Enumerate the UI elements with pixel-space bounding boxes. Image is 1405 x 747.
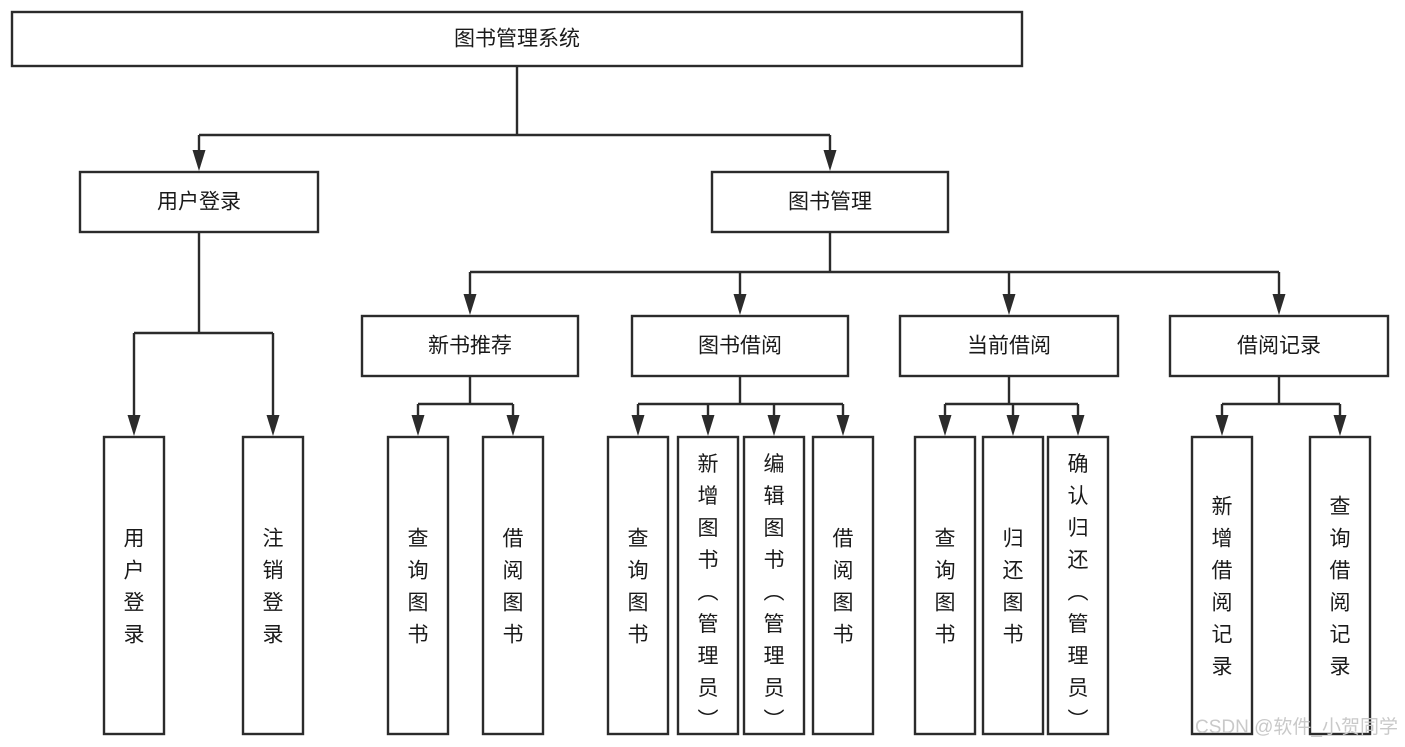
node-box[interactable]	[481, 435, 545, 736]
arrow-head-icon	[1002, 294, 1016, 315]
connector-borrow-record	[1215, 376, 1347, 436]
node-label: 用户登录	[124, 528, 145, 647]
node-label: 图书借阅	[698, 335, 782, 358]
arrow-head-icon	[767, 415, 781, 436]
node-box[interactable]	[606, 435, 670, 736]
node-label: 编辑图书︵管理员︶	[764, 453, 785, 732]
node-leaf-add-book-admin[interactable]: 新增图书︵管理员︶	[676, 435, 740, 736]
node-book-management[interactable]: 图书管理	[710, 170, 950, 234]
node-box[interactable]	[10, 10, 1024, 68]
node-box[interactable]	[1046, 435, 1110, 736]
node-box[interactable]	[676, 435, 740, 736]
arrow-head-icon	[823, 150, 837, 171]
node-box[interactable]	[386, 435, 450, 736]
node-layer: 图书管理系统用户登录图书管理新书推荐图书借阅当前借阅借阅记录用户登录注销登录查询…	[10, 10, 1390, 736]
node-box[interactable]	[78, 170, 320, 234]
node-label: 新增借阅记录	[1212, 496, 1233, 679]
arrow-head-icon	[266, 415, 280, 436]
node-label: 新书推荐	[428, 335, 512, 358]
node-leaf-add-borrow-record[interactable]: 新增借阅记录	[1190, 435, 1254, 736]
node-box[interactable]	[1190, 435, 1254, 736]
node-label: 查询借阅记录	[1330, 496, 1351, 679]
node-box[interactable]	[360, 314, 580, 378]
node-label: 借阅图书	[833, 528, 854, 647]
node-box[interactable]	[981, 435, 1045, 736]
node-leaf-user-login[interactable]: 用户登录	[102, 435, 166, 736]
arrow-head-icon	[127, 415, 141, 436]
node-box[interactable]	[630, 314, 850, 378]
connector-new-book-recommend	[411, 376, 520, 436]
node-box[interactable]	[811, 435, 875, 736]
node-box[interactable]	[898, 314, 1120, 378]
connector-book-management	[463, 232, 1286, 315]
arrow-head-icon	[506, 415, 520, 436]
node-label: 用户登录	[157, 191, 241, 214]
connector-user-login	[127, 232, 280, 436]
arrow-head-icon	[1071, 415, 1085, 436]
node-new-book-recommend[interactable]: 新书推荐	[360, 314, 580, 378]
arrow-head-icon	[631, 415, 645, 436]
node-label: 借阅图书	[503, 528, 524, 647]
arrow-head-icon	[1006, 415, 1020, 436]
node-box[interactable]	[742, 435, 806, 736]
arrow-head-icon	[1333, 415, 1347, 436]
node-leaf-return-book[interactable]: 归还图书	[981, 435, 1045, 736]
node-box[interactable]	[102, 435, 166, 736]
connector-book-borrow	[631, 376, 850, 436]
arrow-head-icon	[192, 150, 206, 171]
node-label: 注销登录	[263, 528, 284, 647]
node-label: 查询图书	[628, 528, 649, 647]
node-borrow-record[interactable]: 借阅记录	[1168, 314, 1390, 378]
node-box[interactable]	[241, 435, 305, 736]
node-leaf-borrow-book-recommend[interactable]: 借阅图书	[481, 435, 545, 736]
node-box[interactable]	[1308, 435, 1372, 736]
node-leaf-confirm-return-admin[interactable]: 确认归还︵管理员︶	[1046, 435, 1110, 736]
node-leaf-borrow-book[interactable]: 借阅图书	[811, 435, 875, 736]
node-user-login[interactable]: 用户登录	[78, 170, 320, 234]
connector-layer	[127, 66, 1347, 436]
arrow-head-icon	[1272, 294, 1286, 315]
node-leaf-logout[interactable]: 注销登录	[241, 435, 305, 736]
node-label: 借阅记录	[1237, 335, 1321, 358]
node-leaf-query-book-recommend[interactable]: 查询图书	[386, 435, 450, 736]
node-leaf-edit-book-admin[interactable]: 编辑图书︵管理员︶	[742, 435, 806, 736]
node-box[interactable]	[913, 435, 977, 736]
arrow-head-icon	[938, 415, 952, 436]
node-current-borrow[interactable]: 当前借阅	[898, 314, 1120, 378]
node-box[interactable]	[1168, 314, 1390, 378]
node-label: 当前借阅	[967, 335, 1051, 358]
node-root[interactable]: 图书管理系统	[10, 10, 1024, 68]
node-label: 图书管理系统	[454, 28, 580, 51]
node-label: 查询图书	[935, 528, 956, 647]
connector-current-borrow	[938, 376, 1085, 436]
node-label: 确认归还︵管理员︶	[1068, 453, 1089, 732]
node-leaf-query-book-borrow[interactable]: 查询图书	[606, 435, 670, 736]
node-leaf-query-borrow-record[interactable]: 查询借阅记录	[1308, 435, 1372, 736]
arrow-head-icon	[733, 294, 747, 315]
node-box[interactable]	[710, 170, 950, 234]
node-label: 归还图书	[1003, 528, 1024, 647]
arrow-head-icon	[463, 294, 477, 315]
arrow-head-icon	[701, 415, 715, 436]
arrow-head-icon	[836, 415, 850, 436]
node-label: 查询图书	[408, 528, 429, 647]
arrow-head-icon	[411, 415, 425, 436]
connector-root	[192, 66, 837, 171]
csdn-watermark: CSDN @软件_小贺同学	[1195, 716, 1398, 738]
node-book-borrow[interactable]: 图书借阅	[630, 314, 850, 378]
node-label: 新增图书︵管理员︶	[698, 453, 719, 732]
node-label: 图书管理	[788, 191, 872, 214]
node-leaf-query-book-current[interactable]: 查询图书	[913, 435, 977, 736]
arrow-head-icon	[1215, 415, 1229, 436]
